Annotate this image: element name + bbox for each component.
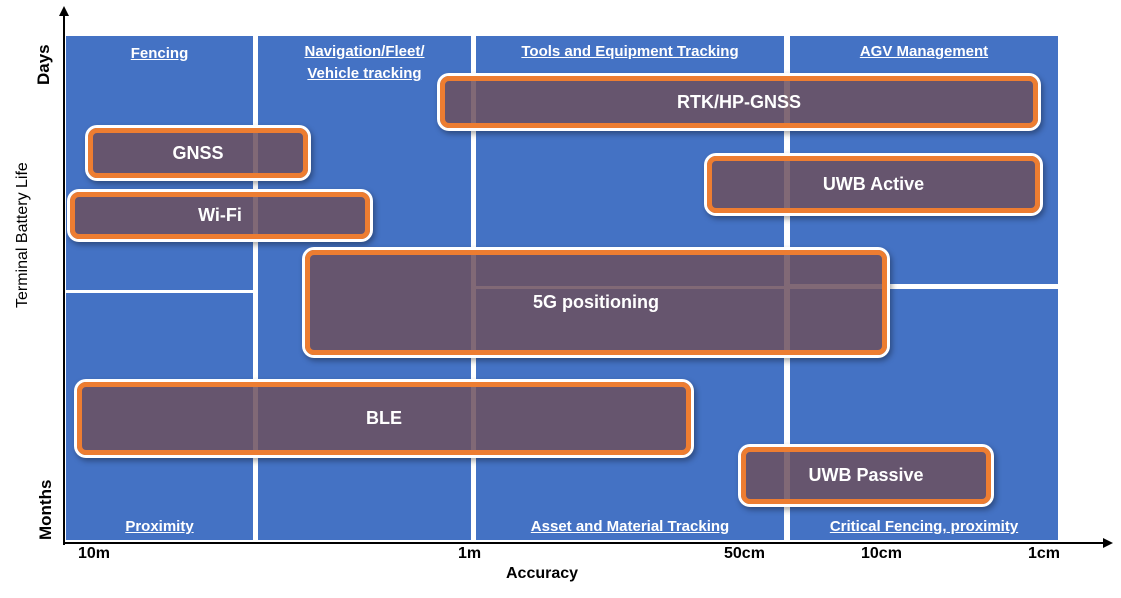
- y-bottom-label: Months: [36, 479, 55, 540]
- x-axis-arrow: [1103, 538, 1113, 548]
- x-tick-1cm: 1cm: [1028, 545, 1061, 562]
- label-proximity: Proximity: [125, 518, 194, 535]
- x-tick-10cm: 10cm: [861, 545, 902, 562]
- tech-ble: BLE: [77, 382, 691, 455]
- y-top-label: Days: [34, 44, 53, 85]
- label-navigation-1: Navigation/Fleet/: [304, 43, 425, 60]
- x-tick-50cm: 50cm: [724, 545, 765, 562]
- x-axis-label: Accuracy: [506, 565, 579, 582]
- y-axis-arrow: [59, 6, 69, 16]
- x-tick-10m: 10m: [78, 545, 111, 562]
- label-fencing: Fencing: [130, 45, 189, 62]
- tech-uwb-passive: UWB Passive: [741, 447, 991, 504]
- tech-rtk-hp-gnss: RTK/HP-GNSS: [440, 76, 1038, 128]
- label-tools: Tools and Equipment Tracking: [521, 43, 739, 60]
- label-agv: AGV Management: [859, 43, 989, 60]
- y-axis-label: Terminal Battery Life: [14, 162, 31, 308]
- tech-uwb-active: UWB Active: [707, 156, 1040, 213]
- tech-5g-positioning: 5G positioning: [305, 250, 887, 355]
- label-asset: Asset and Material Tracking: [530, 518, 730, 535]
- label-critical: Critical Fencing, proximity: [829, 518, 1019, 535]
- tech-wifi: Wi-Fi: [70, 192, 370, 239]
- x-tick-1m: 1m: [458, 545, 482, 562]
- tech-gnss: GNSS: [88, 128, 308, 178]
- label-navigation-2: Vehicle tracking: [307, 65, 422, 82]
